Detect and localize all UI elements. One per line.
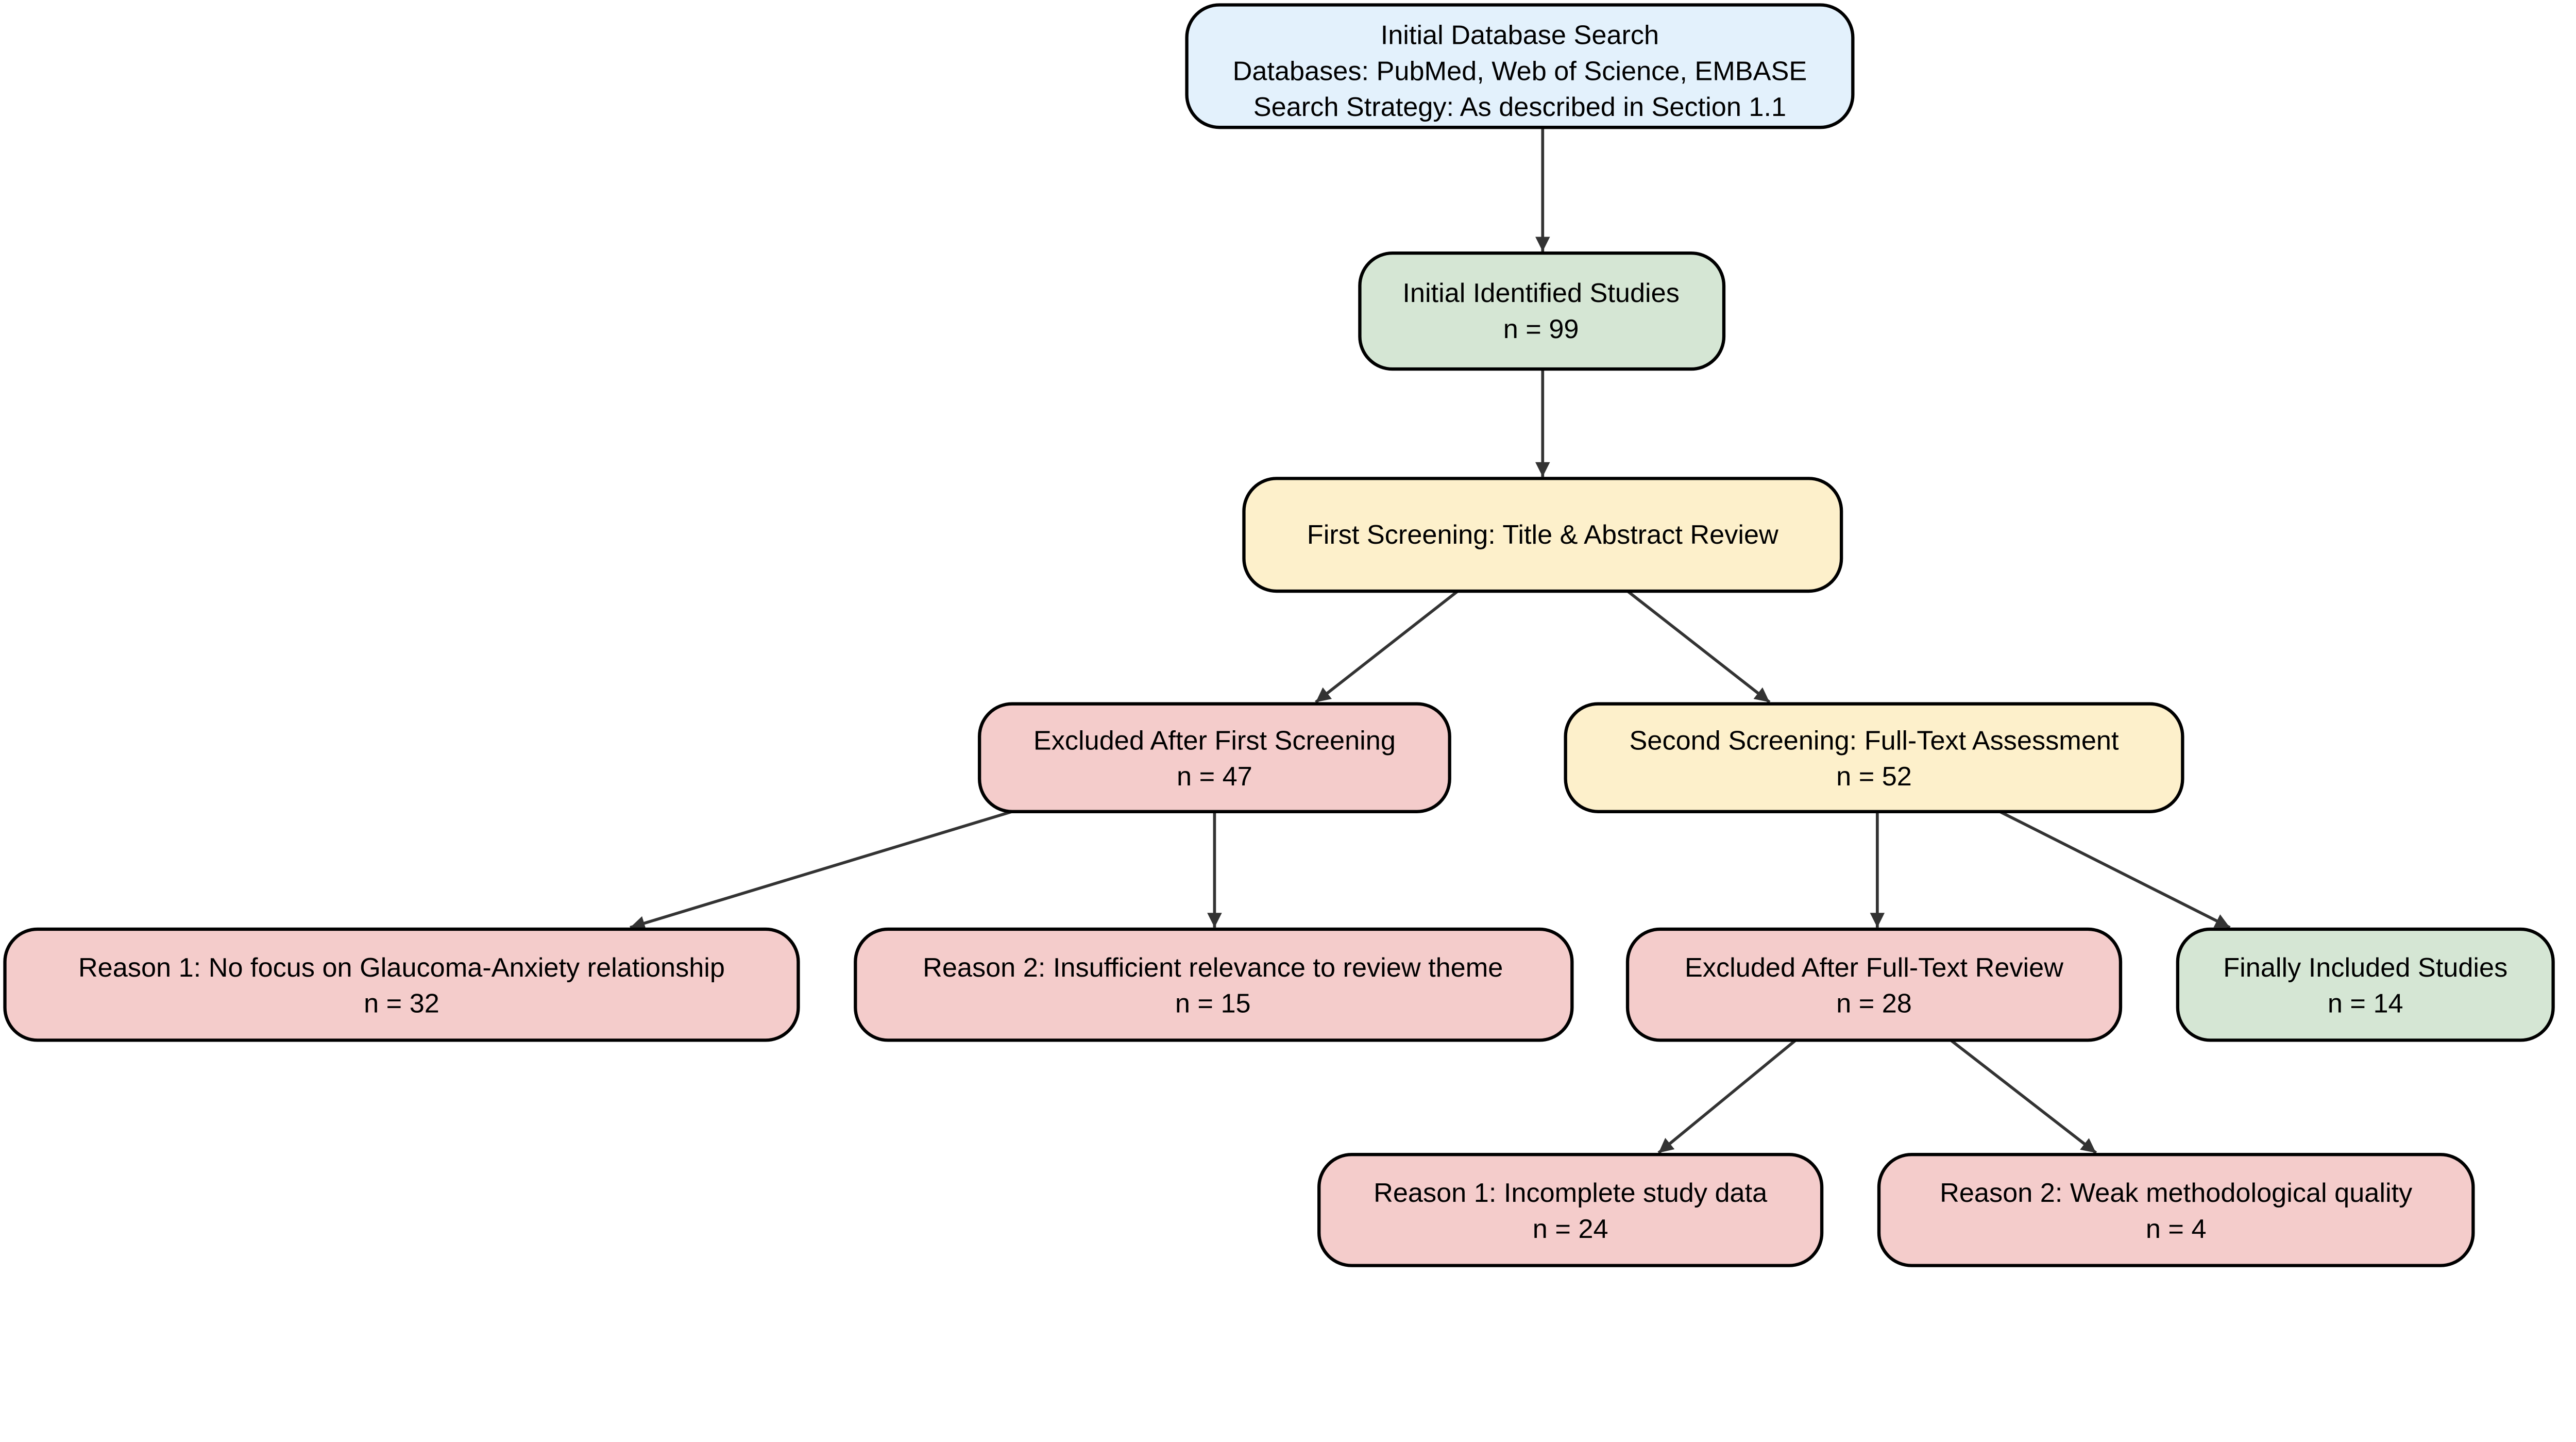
node-initial-database-search: Initial Database Search Databases: PubMe…: [1185, 3, 1855, 129]
node-count: n = 28: [1836, 989, 1912, 1019]
edge-second-screening-to-included: [1999, 810, 2231, 929]
edge-first-screening-to-second-screening: [1626, 590, 1771, 703]
node-count: n = 15: [1175, 989, 1251, 1019]
node-title: Initial Database Search: [1381, 21, 1659, 51]
node-label: Excluded After Full-Text Review: [1685, 953, 2063, 983]
node-reason2-full: Reason 2: Weak methodological quality n …: [1877, 1153, 2475, 1267]
prisma-flow-diagram: Initial Database Search Databases: PubMe…: [3, 3, 2555, 1267]
node-label: Excluded After First Screening: [1033, 726, 1396, 756]
edge-first-screening-to-excluded-first: [1315, 590, 1459, 703]
edge-excluded-full-to-reason2: [1950, 1039, 2097, 1154]
node-reason1-full: Reason 1: Incomplete study data n = 24: [1317, 1153, 1824, 1267]
node-label: Reason 2: Weak methodological quality: [1940, 1178, 2413, 1208]
node-label: Reason 1: No focus on Glaucoma-Anxiety r…: [78, 953, 725, 983]
node-initial-identified-studies: Initial Identified Studies n = 99: [1358, 251, 1726, 371]
node-label: Finally Included Studies: [2223, 953, 2507, 983]
node-strategy: Search Strategy: As described in Section…: [1253, 92, 1786, 122]
node-label: Reason 1: Incomplete study data: [1374, 1178, 1768, 1208]
node-count: n = 99: [1503, 314, 1579, 344]
node-count: n = 4: [2146, 1214, 2207, 1244]
node-label: Reason 2: Insufficient relevance to revi…: [923, 953, 1503, 983]
node-label: Initial Identified Studies: [1402, 278, 1680, 308]
node-label: Second Screening: Full-Text Assessment: [1630, 726, 2119, 756]
node-databases: Databases: PubMed, Web of Science, EMBAS…: [1233, 56, 1807, 86]
node-count: n = 52: [1836, 762, 1912, 792]
edge-excluded-first-to-reason1: [630, 810, 1013, 931]
node-count: n = 24: [1533, 1214, 1608, 1244]
edges: [630, 127, 2231, 1154]
node-count: n = 32: [364, 989, 439, 1019]
node-finally-included: Finally Included Studies n = 14: [2176, 927, 2555, 1042]
node-label: First Screening: Title & Abstract Review: [1307, 520, 1778, 550]
node-count: n = 14: [2328, 989, 2403, 1019]
node-excluded-after-first-screening: Excluded After First Screening n = 47: [977, 702, 1451, 813]
node-count: n = 47: [1177, 762, 1252, 792]
node-first-screening: First Screening: Title & Abstract Review: [1242, 477, 1843, 593]
edge-excluded-full-to-reason1: [1657, 1039, 1797, 1154]
node-second-screening: Second Screening: Full-Text Assessment n…: [1564, 702, 2184, 813]
node-reason2-first: Reason 2: Insufficient relevance to revi…: [854, 927, 1574, 1042]
node-reason1-first: Reason 1: No focus on Glaucoma-Anxiety r…: [3, 927, 800, 1042]
node-excluded-after-full-text: Excluded After Full-Text Review n = 28: [1625, 927, 2123, 1042]
